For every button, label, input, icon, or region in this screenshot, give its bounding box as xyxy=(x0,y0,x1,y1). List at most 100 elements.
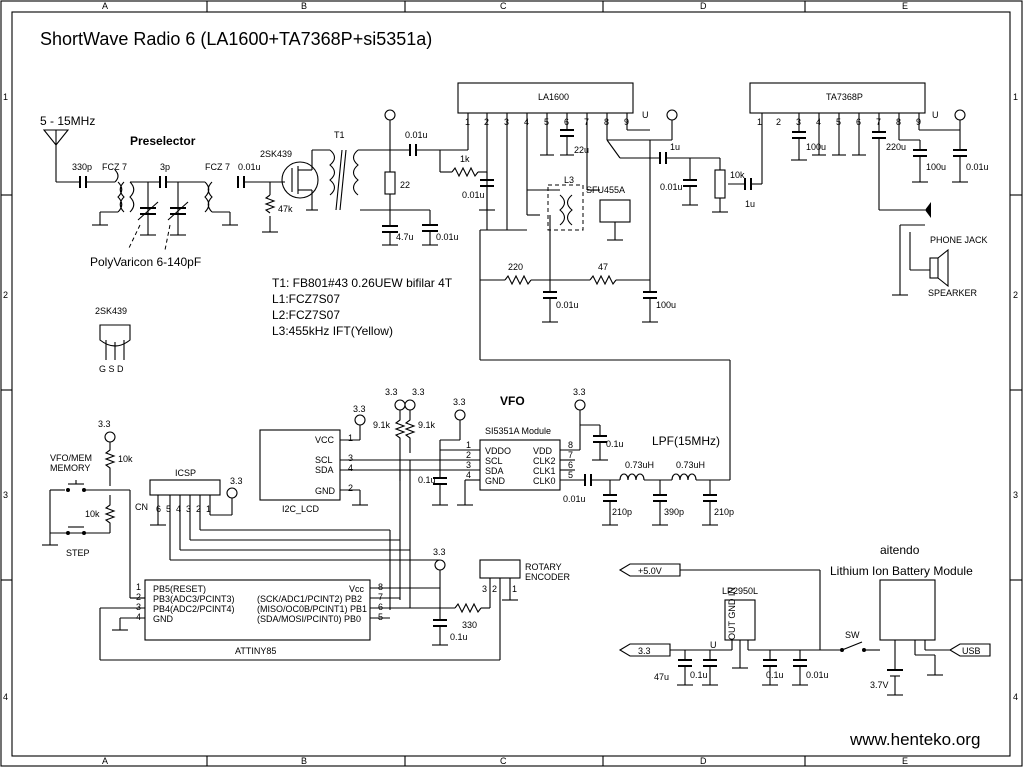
attiny-right-pins: Vcc (SCK/ADC1/PCINT2) PB2 (MISO/OC0B/PCI… xyxy=(257,582,383,624)
encoder-label-2: ENCODER xyxy=(525,572,571,582)
svg-text:3: 3 xyxy=(466,460,471,470)
grid-row-3-right: 3 xyxy=(1013,490,1018,500)
power-switch[interactable] xyxy=(841,641,863,651)
website-label: www.henteko.org xyxy=(849,730,980,749)
regulator-u-marker: U xyxy=(710,640,717,650)
ta7368p-name: TA7368P xyxy=(826,92,863,102)
la1600-r220-label: 220 xyxy=(508,262,523,272)
vcc-la1600-icon xyxy=(666,109,678,121)
svg-text:CLK2: CLK2 xyxy=(533,456,556,466)
svg-text:2: 2 xyxy=(136,592,141,602)
power-switch-label: SW xyxy=(845,630,860,640)
lcd-pin-vcc: VCC xyxy=(315,435,335,445)
speaker-label: SPEARKER xyxy=(928,288,978,298)
usb-connector-flag xyxy=(948,643,991,657)
battery-voltage-label: 3.7V xyxy=(870,680,889,690)
r10k-a-icon xyxy=(104,442,116,486)
pullup2-supply-label: 3.3 xyxy=(412,387,425,397)
svg-text:1: 1 xyxy=(757,117,762,127)
to92-package-icon xyxy=(99,324,131,347)
buttons-supply-label: 3.3 xyxy=(98,419,111,429)
vcc-rf-icon xyxy=(384,109,396,121)
svg-text:1: 1 xyxy=(136,582,141,592)
lcd-pin-gnd: GND xyxy=(315,486,336,496)
grid-row-2: 2 xyxy=(3,290,8,300)
si5351-module-label: SI5351A Module xyxy=(485,426,551,436)
icsp-name: ICSP xyxy=(175,468,196,478)
rf-fet-label: 2SK439 xyxy=(260,149,292,159)
audio-bypass-label: 0.01u xyxy=(660,182,683,192)
svg-text:4: 4 xyxy=(176,504,181,514)
ta7368p-chip xyxy=(749,82,926,114)
note-l3: L3:455kHz IFT(Yellow) xyxy=(272,324,393,338)
preselector-section: Preselector 330p FCZ 7 3p FCZ 7 xyxy=(72,134,285,269)
grid-row-4-right: 4 xyxy=(1013,692,1018,702)
svg-text:5: 5 xyxy=(568,470,573,480)
lcd-name: I2C_LCD xyxy=(282,504,320,514)
svg-text:6: 6 xyxy=(378,602,383,612)
la1600-100u-label: 100u xyxy=(656,300,676,310)
rf-amplifier: 2SK439 47k T1 0.01u 22 4.7u xyxy=(260,109,459,246)
svg-text:2: 2 xyxy=(196,504,201,514)
grid-col-d: D xyxy=(700,1,707,11)
svg-text:8: 8 xyxy=(378,582,383,592)
svg-text:7: 7 xyxy=(378,592,383,602)
regulator-name: LP2950L xyxy=(722,586,758,596)
ta7368p-section: TA7368P 1 2 3 4 5 6 7 8 9 U 100u 220u 10… xyxy=(749,82,989,298)
lcd-supply-label: 3.3 xyxy=(353,404,366,414)
attiny-r330-label: 330 xyxy=(462,620,477,630)
clk0-cap-label: 0.01u xyxy=(563,494,586,504)
svg-text:SCL: SCL xyxy=(485,456,503,466)
lpf-c3-label: 210p xyxy=(714,507,734,517)
vcc-buttons-icon xyxy=(104,431,116,443)
lpf-c2-label: 390p xyxy=(664,507,684,517)
t1-primary xyxy=(329,149,336,196)
svg-text:8: 8 xyxy=(568,440,573,450)
lcd-pin-scl: SCL xyxy=(315,455,333,465)
phone-jack-label: PHONE JACK xyxy=(930,235,988,245)
icsp-supply-label: 3.3 xyxy=(230,476,243,486)
vcc-attiny-icon xyxy=(434,559,446,571)
la1600-name: LA1600 xyxy=(538,92,569,102)
lpf-title: LPF(15MHz) xyxy=(652,434,720,448)
icsp-section: ICSP CN 6 5 4 3 2 1 3.3 xyxy=(135,468,440,610)
vdd-supply-label: 3.3 xyxy=(573,387,586,397)
grid-col-e-bottom: E xyxy=(902,756,908,766)
audio-coupling: 1u 0.01u 10k 1u xyxy=(606,113,763,213)
r9k1-b-icon xyxy=(404,410,416,453)
vddo-cap-label: 0.1u xyxy=(418,475,436,485)
coil1-label: FCZ 7 xyxy=(102,162,127,172)
si5351-right-pins: VDD CLK2 CLK1 CLK0 8 7 6 5 xyxy=(533,440,573,486)
buttons-r2-label: 10k xyxy=(85,509,100,519)
coil2-label: FCZ 7 xyxy=(205,162,230,172)
si5351-module xyxy=(479,439,561,491)
r10k-b-icon xyxy=(104,495,116,533)
component-notes: T1: FB801#43 0.26UEW bifilar 4T L1:FCZ7S… xyxy=(272,276,453,338)
vfo-mem-label-2: MEMORY xyxy=(50,463,90,473)
note-l1: L1:FCZ7S07 xyxy=(272,292,340,306)
antenna-band-label: 5 - 15MHz xyxy=(40,114,95,128)
ta-bypass-cap-label: 0.01u xyxy=(966,162,989,172)
note-t1: T1: FB801#43 0.26UEW bifilar 4T xyxy=(272,276,453,290)
vcc-vdd-icon xyxy=(574,399,586,411)
l3-label: L3 xyxy=(564,175,574,185)
vcc-pullup2-icon xyxy=(404,399,416,411)
grid-col-b: B xyxy=(301,1,307,11)
r9k1-a-icon xyxy=(394,410,406,481)
step-label: STEP xyxy=(66,548,90,558)
lpf-l1-label: 0.73uH xyxy=(625,460,654,470)
grid-row-1-right: 1 xyxy=(1013,92,1018,102)
si5351-left-pins: VDDO SCL SDA GND 1 2 3 4 xyxy=(466,440,511,486)
ceramic-filter-label: SFU455A xyxy=(586,185,625,195)
svg-text:1: 1 xyxy=(512,584,517,594)
attiny-supply-label: 3.3 xyxy=(433,547,446,557)
power-c47-label: 47u xyxy=(654,672,669,682)
rotary-encoder-body[interactable] xyxy=(479,559,521,579)
fet-pinout-legend: 2SK439 G S D xyxy=(95,306,131,374)
polyvaricon-label: PolyVaricon 6-140pF xyxy=(90,255,201,269)
r220-icon xyxy=(504,274,532,286)
svg-text:2: 2 xyxy=(776,117,781,127)
grid-col-c-bottom: C xyxy=(500,756,507,766)
preselector-c-out-label: 0.01u xyxy=(238,162,261,172)
vcc-icsp-icon xyxy=(226,487,238,499)
